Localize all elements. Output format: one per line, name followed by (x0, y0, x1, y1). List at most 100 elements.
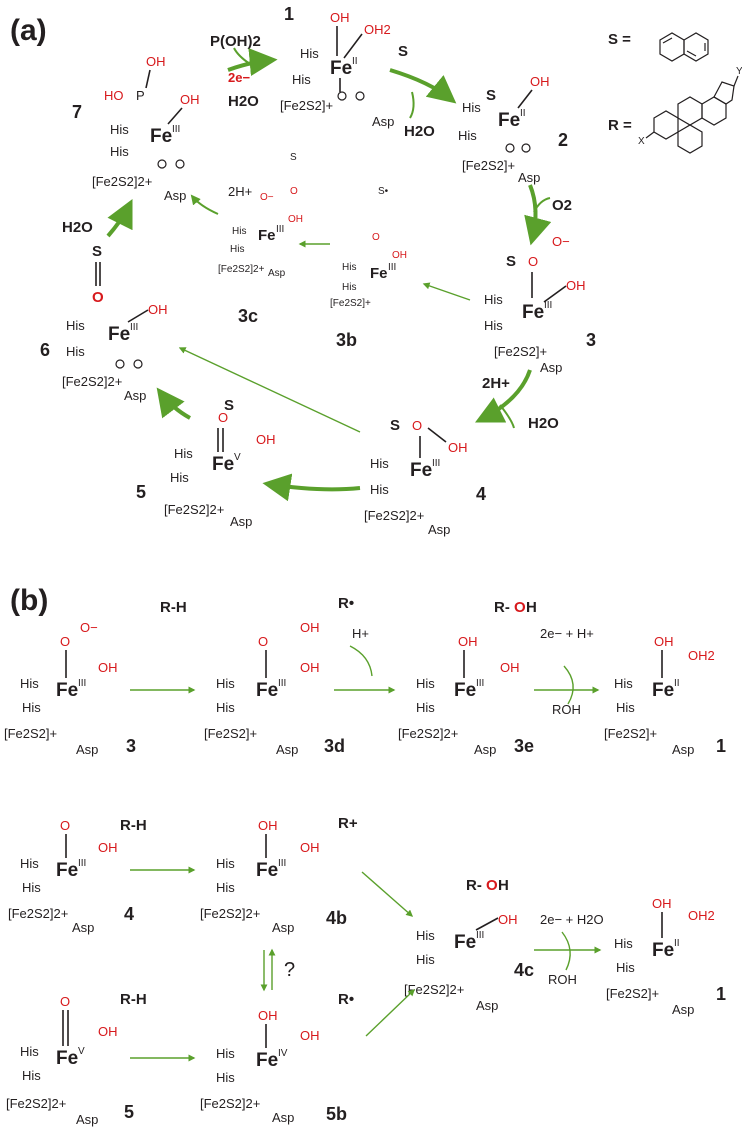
his-ligand: His (370, 482, 389, 497)
superoxo-anion: O− (552, 234, 570, 249)
oxidation-state: II (674, 678, 680, 689)
species-b-4b: OH OH Fe III His His [Fe2S2]2+ Asp 4b (200, 818, 347, 935)
asp-ligand: Asp (268, 268, 286, 279)
water-reagent: H2O (62, 219, 93, 236)
phosphinic-hydroxy: HO (104, 88, 124, 103)
header-rh: R-H (120, 817, 147, 834)
asp-ligand: Asp (672, 742, 694, 757)
compound-label: 4b (326, 908, 347, 928)
peroxo-hydroxy: OH (448, 440, 468, 455)
phosphinic-product: P(OH)2 (210, 33, 261, 50)
sulfoxide-sulfur: S (92, 243, 102, 260)
oxidation-state: V (78, 1046, 85, 1057)
oxidation-state: V (234, 452, 241, 463)
water-ligand: OH2 (688, 648, 715, 663)
his-ligand: His (170, 470, 189, 485)
fes-cluster: [Fe2S2]2+ (200, 906, 260, 921)
asp-ligand: Asp (76, 742, 98, 757)
his-ligand: His (458, 128, 477, 143)
peroxo-hydroxy: OH (98, 840, 118, 855)
fe-center: Fe (652, 680, 674, 701)
fe-center: Fe (256, 1050, 278, 1071)
compound-label: 3 (126, 736, 136, 756)
fes-cluster: [Fe2S2]2+ (200, 1096, 260, 1111)
superoxo-oxygen: O (60, 634, 70, 649)
steroid-x-substituent: X (638, 136, 645, 147)
asp-ligand: Asp (428, 522, 450, 537)
water-ligand: OH2 (364, 22, 391, 37)
oxidation-state: II (674, 938, 680, 949)
panel-a-reagents: P(OH)2 2e− H2O S H2O O2 2H+ H2O 2H+ H2O (62, 33, 572, 432)
hydroperoxo-oxygen: O (258, 634, 268, 649)
oxidation-state: III (130, 322, 138, 333)
asp-ligand: Asp (272, 920, 294, 935)
species-3c: S O O− OH Fe III His His [Fe2S2]2+ Asp 3… (218, 152, 303, 326)
hydroperoxo-hydroxy: OH (300, 620, 320, 635)
species-b-1-bottom: OH OH2 Fe II His His [Fe2S2]+ Asp 1 (606, 896, 726, 1017)
header-roh-r: R- (494, 599, 510, 616)
oxidation-state: III (278, 858, 286, 869)
his-ligand: His (416, 928, 435, 943)
phosphorus-atom: P (136, 88, 145, 103)
hydroxide-ligand: OH (180, 92, 200, 107)
his-ligand: His (22, 700, 41, 715)
bound-substrate: S (486, 87, 496, 104)
hydroxide-ligand: OH (300, 840, 320, 855)
hydroxide-ligand: OH (498, 912, 518, 927)
his-ligand: His (20, 1044, 39, 1059)
header-roh-r: R- (466, 877, 482, 894)
superoxo-oxygen: O (528, 254, 538, 269)
hydroxide-ligand: OH (566, 278, 586, 293)
fes-cluster: [Fe2S2]+ (280, 98, 333, 113)
his-ligand: His (216, 880, 235, 895)
hydroxide-ligand: OH (654, 634, 674, 649)
species-2: S Fe II OH His His [Fe2S2]+ Asp 2 (458, 74, 568, 185)
compound-label: 5b (326, 1104, 347, 1124)
compound-label: 4c (514, 960, 534, 980)
header-roh-o: O (486, 877, 498, 894)
dioxygen-reagent: O2 (552, 197, 572, 214)
hydroxide-ligand: OH (300, 660, 320, 675)
compound-label: 3 (586, 330, 596, 350)
fe-center: Fe (498, 110, 520, 131)
hydroxide-ligand: OH (652, 896, 672, 911)
compound-label: 1 (716, 984, 726, 1004)
peroxo-oxygen: O (412, 418, 422, 433)
hydroxide-ligand: OH (148, 302, 168, 317)
proton-reagent: 2H+ (482, 375, 510, 392)
his-ligand: His (292, 72, 311, 87)
his-ligand: His (616, 960, 635, 975)
fes-cluster: [Fe2S2]2+ (364, 508, 424, 523)
fe-center: Fe (256, 860, 278, 881)
oxidation-state: III (276, 224, 284, 235)
compound-label: 2 (558, 130, 568, 150)
fe-center: Fe (56, 680, 78, 701)
his-ligand: His (66, 344, 85, 359)
fes-cluster: [Fe2S2]2+ (404, 982, 464, 997)
his-ligand: His (216, 1046, 235, 1061)
compound-label: 5 (124, 1102, 134, 1122)
oxidation-state: II (520, 108, 526, 119)
hydroxide-ligand: OH (458, 634, 478, 649)
hydroxide-ligand: OH (500, 660, 520, 675)
water-release: H2O (528, 415, 559, 432)
his-ligand: His (216, 676, 235, 691)
asp-ligand: Asp (276, 742, 298, 757)
his-ligand: His (22, 880, 41, 895)
electron-water-reagent: 2e− + H2O (540, 912, 604, 927)
species-6: 6 OH Fe III His His [Fe2S2]2+ Asp (40, 302, 168, 403)
hydroxide-ligand: OH (98, 1024, 118, 1039)
oxidation-state: III (78, 858, 86, 869)
his-ligand: His (300, 46, 319, 61)
panel-b-headers: R-H R• R- O H R-H R+ R- O H R-H R• (120, 595, 537, 1008)
header-rh: R-H (160, 599, 187, 616)
hydroxide-ligand: OH (530, 74, 550, 89)
compound-label: 7 (72, 102, 82, 122)
oxidation-state: IV (278, 1048, 288, 1059)
hydroxide-ligand: OH (258, 818, 278, 833)
asp-ligand: Asp (518, 170, 540, 185)
fe-center: Fe (212, 454, 234, 475)
fes-cluster: [Fe2S2]2+ (164, 502, 224, 517)
fes-cluster: [Fe2S2]2+ (62, 374, 122, 389)
